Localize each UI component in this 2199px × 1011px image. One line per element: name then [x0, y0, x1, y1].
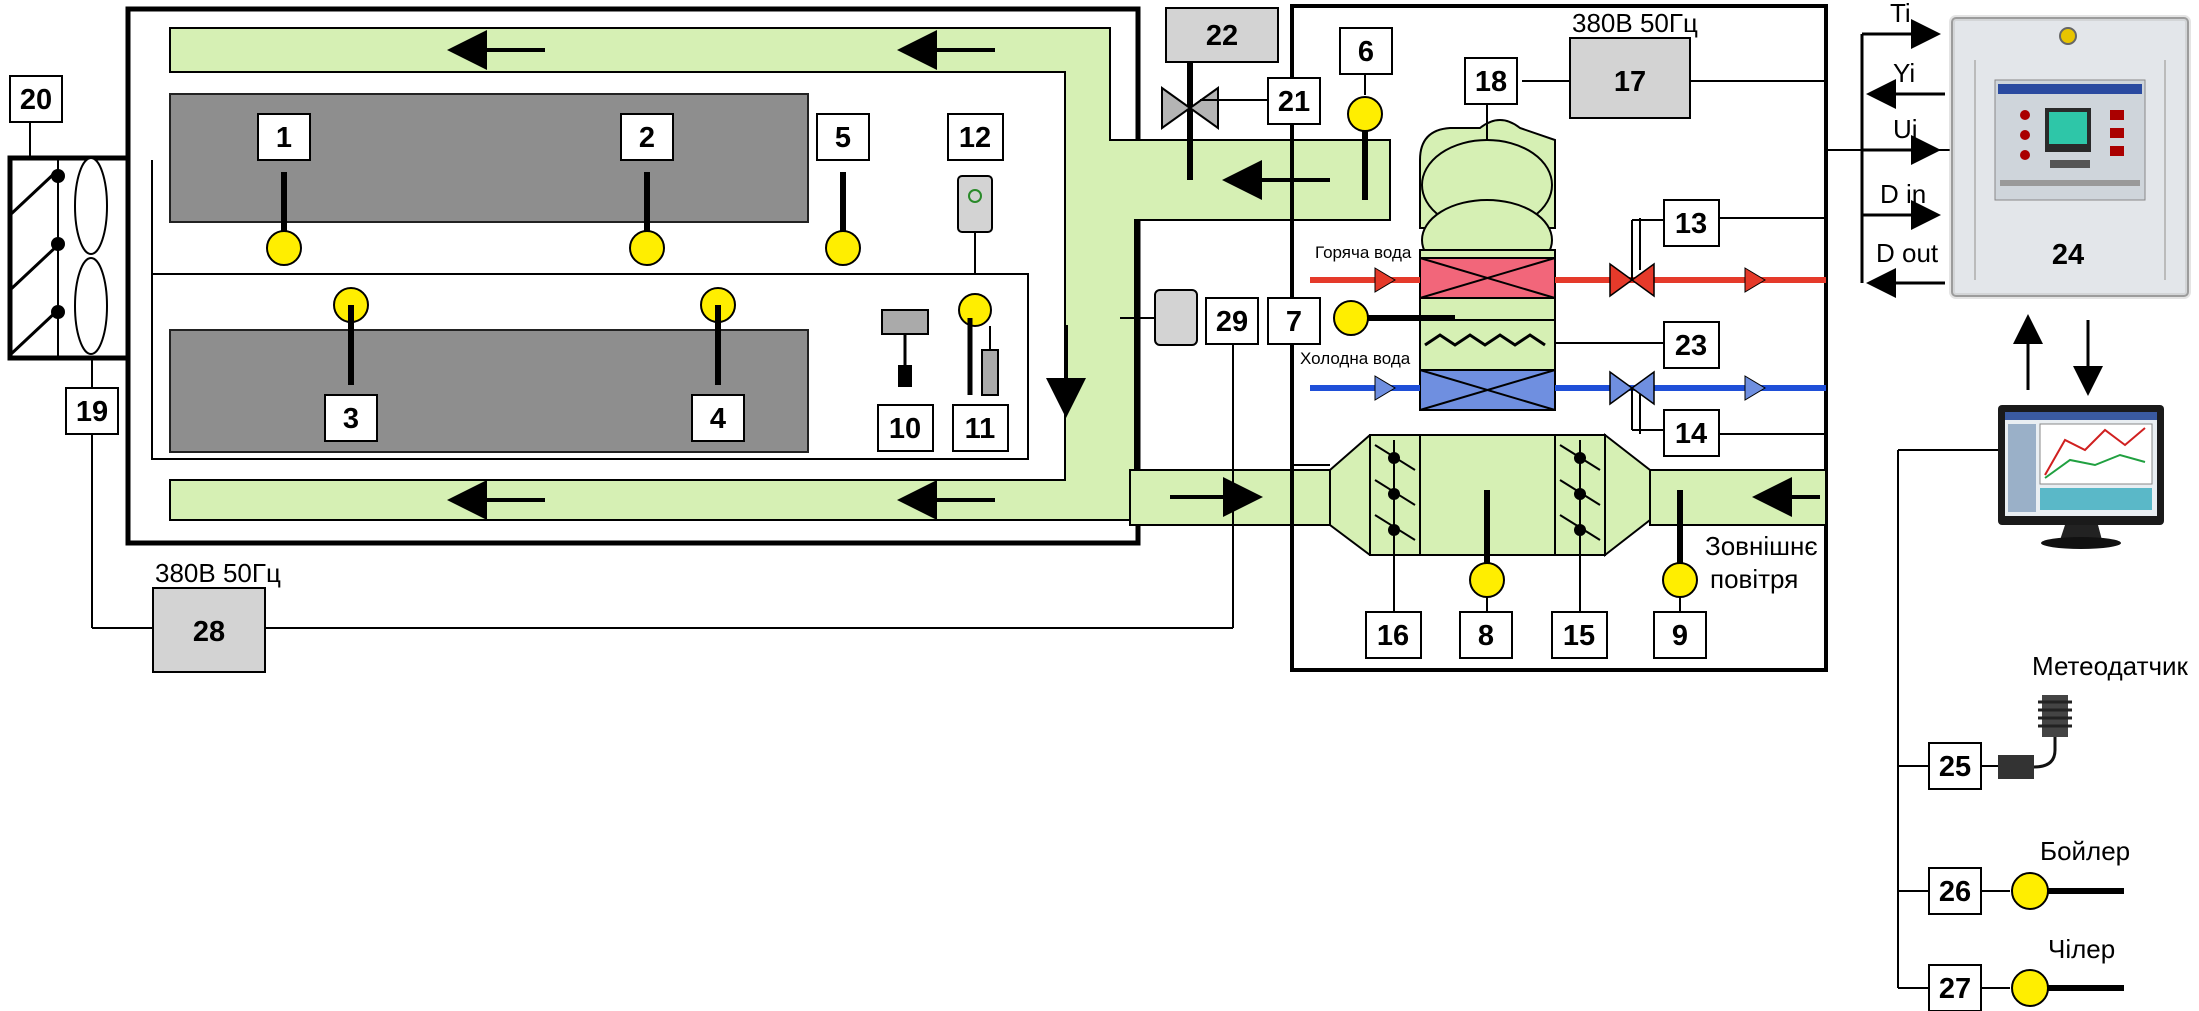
cold-water-line	[1310, 370, 1826, 431]
power-supply-28	[152, 340, 1234, 673]
label-8: 8	[1478, 620, 1494, 652]
number-labels	[9, 27, 1982, 1011]
damper-16	[1374, 440, 1416, 625]
boiler-caption: Бойлер	[2040, 836, 2130, 866]
io-ti: Ti	[1890, 0, 1911, 28]
co2-sensor-icon	[881, 309, 929, 335]
exhaust-fan	[7, 118, 153, 629]
chiller-caption: Чілер	[2048, 934, 2115, 964]
field-bus	[1897, 449, 2124, 1007]
label-19: 19	[76, 396, 108, 428]
damper-15	[1559, 440, 1601, 625]
weather-sensor-caption: Метеодатчик	[2032, 651, 2189, 681]
temperature-sensor-icon	[1347, 96, 1383, 132]
label-11: 11	[965, 413, 996, 445]
pressure-sensor-icon	[1154, 289, 1198, 346]
label-21: 21	[1278, 86, 1310, 118]
temperature-sensor-icon	[266, 230, 302, 266]
label-17: 17	[1614, 66, 1646, 98]
label-1: 1	[276, 122, 292, 154]
humidity-sensor-icon	[957, 175, 993, 233]
temperature-sensor-icon	[2011, 969, 2049, 1007]
temperature-sensor-icon	[958, 293, 992, 327]
fan-icon	[74, 157, 108, 255]
io-yi: Yi	[1893, 58, 1915, 88]
label-18: 18	[1475, 66, 1507, 98]
label-5: 5	[835, 122, 851, 154]
temperature-sensor-icon	[825, 230, 861, 266]
number-label-texts: 1 2 5 12 3 4 10 11 6 18 17 22 21 7 29 13…	[20, 20, 2084, 1005]
label-3: 3	[343, 403, 359, 435]
label-15: 15	[1563, 620, 1595, 652]
label-29: 29	[1216, 306, 1248, 338]
valve-icon	[1161, 86, 1192, 130]
power-supply-17	[1569, 37, 1691, 119]
room-sensors	[266, 172, 999, 396]
duct-valve-assembly	[1120, 7, 1279, 346]
valve-icon	[1609, 262, 1634, 298]
air-handling-unit	[1290, 4, 1950, 672]
label-23: 23	[1675, 330, 1707, 362]
temperature-sensor-icon	[1333, 300, 1369, 336]
label-24: 24	[2052, 239, 2084, 271]
power-caption-28: 380В 50Гц	[155, 558, 281, 588]
io-ui: Ui	[1893, 114, 1918, 144]
label-7: 7	[1286, 306, 1302, 338]
label-13: 13	[1675, 208, 1707, 240]
captions: 380В 50Гц 380В 50Гц Горяча вода Холодна …	[155, 8, 2189, 964]
power-caption-17: 380В 50Гц	[1572, 8, 1698, 38]
label-25: 25	[1939, 751, 1971, 783]
room-enclosure	[125, 6, 1391, 546]
io-d-out: D out	[1876, 238, 1939, 268]
controller-io-lines	[1860, 19, 2103, 396]
label-9: 9	[1672, 620, 1688, 652]
label-16: 16	[1377, 620, 1409, 652]
temperature-sensor-icon	[1662, 562, 1698, 598]
controller-io-labels: Ti Yi Ui D in D out	[1876, 0, 1939, 268]
label-26: 26	[1939, 876, 1971, 908]
cold-water-caption: Холодна вода	[1300, 349, 1411, 368]
label-28: 28	[193, 616, 225, 648]
monitor-icon	[1998, 405, 2164, 549]
outside-air-caption-1: Зовнішнє	[1705, 531, 1818, 561]
label-22: 22	[1206, 20, 1238, 52]
weather-sensor-icon	[1998, 755, 2034, 779]
label-6: 6	[1358, 36, 1374, 68]
label-4: 4	[710, 403, 726, 435]
label-2: 2	[639, 122, 655, 154]
label-14: 14	[1675, 418, 1707, 450]
temperature-sensor-icon	[1469, 562, 1505, 598]
hot-water-line	[1310, 219, 1826, 298]
io-d-in: D in	[1880, 179, 1926, 209]
label-12: 12	[959, 122, 991, 154]
temperature-sensor-icon	[629, 230, 665, 266]
label-10: 10	[889, 413, 921, 445]
label-20: 20	[20, 84, 52, 116]
temperature-sensor-icon	[2011, 872, 2049, 910]
hot-water-caption: Горяча вода	[1315, 243, 1412, 262]
outside-air-caption-2: повітря	[1710, 564, 1798, 594]
controller-panel-icon	[1949, 15, 2191, 299]
valve-icon	[1609, 370, 1634, 406]
label-27: 27	[1939, 973, 1971, 1005]
